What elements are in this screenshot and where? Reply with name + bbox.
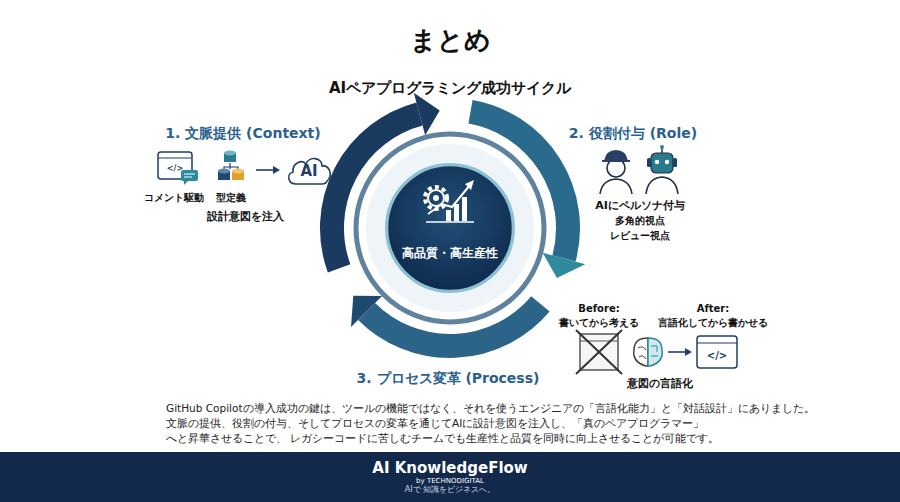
- node-text: AIで 知識をビジネスへ。: [405, 485, 495, 495]
- brain-icon: [634, 338, 663, 366]
- speech-bubble: [181, 170, 198, 181]
- cross-line: [576, 330, 622, 374]
- db-cylinder: [218, 171, 230, 180]
- node-text: AI KnowledgeFlow: [372, 459, 527, 477]
- robot-body: [646, 177, 678, 194]
- window-bar: [580, 341, 618, 342]
- brain-fold: [638, 347, 646, 359]
- robot-icon: [646, 145, 678, 194]
- chart-trend: [428, 185, 470, 214]
- db-cylinder-top: [224, 151, 236, 156]
- crossed-window: [580, 334, 618, 370]
- comment-icon: [158, 152, 198, 185]
- gear-teeth: [425, 187, 447, 209]
- arrow-head: [273, 166, 280, 174]
- cloud-shape: [289, 159, 330, 184]
- db-cylinder: [224, 153, 236, 162]
- node-text: AI: [300, 162, 317, 180]
- robot-head: [651, 153, 673, 173]
- human-icon: [600, 150, 632, 194]
- after-icon: [697, 336, 737, 368]
- robot-ear: [673, 158, 677, 167]
- window-bar: [158, 157, 192, 158]
- node-text: by TECHNODIGITAL: [416, 477, 484, 485]
- process-arrow: [668, 348, 692, 356]
- bubble-tail: [184, 181, 188, 185]
- db-cylinder-top: [218, 169, 230, 174]
- code-glyph: </>: [167, 164, 183, 174]
- cross-line: [576, 330, 622, 374]
- node-text: 高品質・高生産性: [402, 246, 498, 260]
- arrow-shaft: [256, 169, 274, 171]
- code-glyph: </>: [707, 350, 727, 362]
- growth-icon: [425, 180, 474, 222]
- bubble-line: [184, 174, 195, 175]
- inner-ring: [356, 134, 544, 322]
- robot-eye: [665, 160, 669, 164]
- phase-label: After:: [697, 303, 730, 315]
- brain-right: [648, 338, 662, 366]
- cycle-arrowhead: [351, 296, 382, 327]
- code-window: [697, 336, 737, 368]
- human-hat: [604, 150, 628, 161]
- brain-left: [634, 338, 648, 366]
- step-note: AIにペルソナ付与: [595, 199, 685, 212]
- arrow-shaft: [668, 351, 686, 353]
- step-heading: 1. 文脈提供 (Context): [165, 125, 320, 142]
- connector-wire: [224, 167, 238, 169]
- robot-eye: [655, 160, 659, 164]
- footer-band: AI KnowledgeFlowby TECHNODIGITALAIで 知識をビ…: [0, 452, 900, 502]
- cycle-arc: [367, 304, 541, 346]
- code-window: [158, 152, 192, 179]
- inner-disc: [366, 144, 534, 312]
- step-heading: 2. 役割付与 (Role): [569, 125, 697, 142]
- before-icon: [576, 330, 622, 374]
- db-cylinder: [232, 171, 244, 180]
- gear-body: [428, 190, 444, 206]
- slide-title: まとめ: [410, 23, 491, 58]
- flow-arrow: [256, 166, 280, 174]
- step-heading: 3. プロセス変革 (Process): [357, 370, 540, 387]
- gear-hub: [433, 195, 439, 201]
- circle-outline: [384, 162, 516, 294]
- chart-bar: [454, 204, 459, 221]
- phase-label: Before:: [578, 303, 619, 315]
- hat-brim: [602, 160, 630, 162]
- robot-ear: [647, 158, 651, 167]
- robot-antenna-tip: [660, 145, 664, 149]
- connector-wire: [229, 163, 230, 169]
- type-definition-icon: [218, 151, 244, 181]
- chart-bar: [446, 210, 451, 221]
- cycle-arrowhead: [543, 253, 586, 278]
- db-cylinder-top: [232, 169, 244, 174]
- icon-label: 型定義: [216, 192, 246, 204]
- window-bar: [697, 342, 737, 343]
- chart-arrowhead: [465, 180, 474, 190]
- human-body: [600, 179, 632, 194]
- chart-bar: [462, 197, 467, 221]
- human-head: [607, 159, 625, 177]
- chart-base: [426, 221, 474, 223]
- summary-caption: GitHub Copilotの導入成功の鍵は、ツールの機能ではなく、それを使うエ…: [166, 401, 816, 446]
- circle-shape: [387, 165, 514, 292]
- step-note: レビュー視点: [610, 230, 670, 242]
- phase-note: 言語化してから書かせる: [658, 317, 768, 329]
- result-circle: 高品質・高生産性: [384, 162, 516, 294]
- step-note: 多角的視点: [615, 215, 665, 227]
- icon-label: コメント駆動: [144, 192, 204, 204]
- cycle-arrowhead: [414, 93, 440, 136]
- ai-cloud: AI: [284, 153, 334, 187]
- step-note: 意図の言語化: [627, 377, 693, 390]
- arrow-head: [685, 348, 692, 356]
- robot-antenna: [661, 148, 663, 153]
- bubble-line: [184, 177, 192, 178]
- brain-circuit: [651, 346, 658, 356]
- step-note: 設計意図を注入: [207, 210, 284, 223]
- phase-note: 書いてから考える: [559, 317, 639, 329]
- cycle-heading: AIペアプログラミング成功サイクル: [329, 79, 571, 97]
